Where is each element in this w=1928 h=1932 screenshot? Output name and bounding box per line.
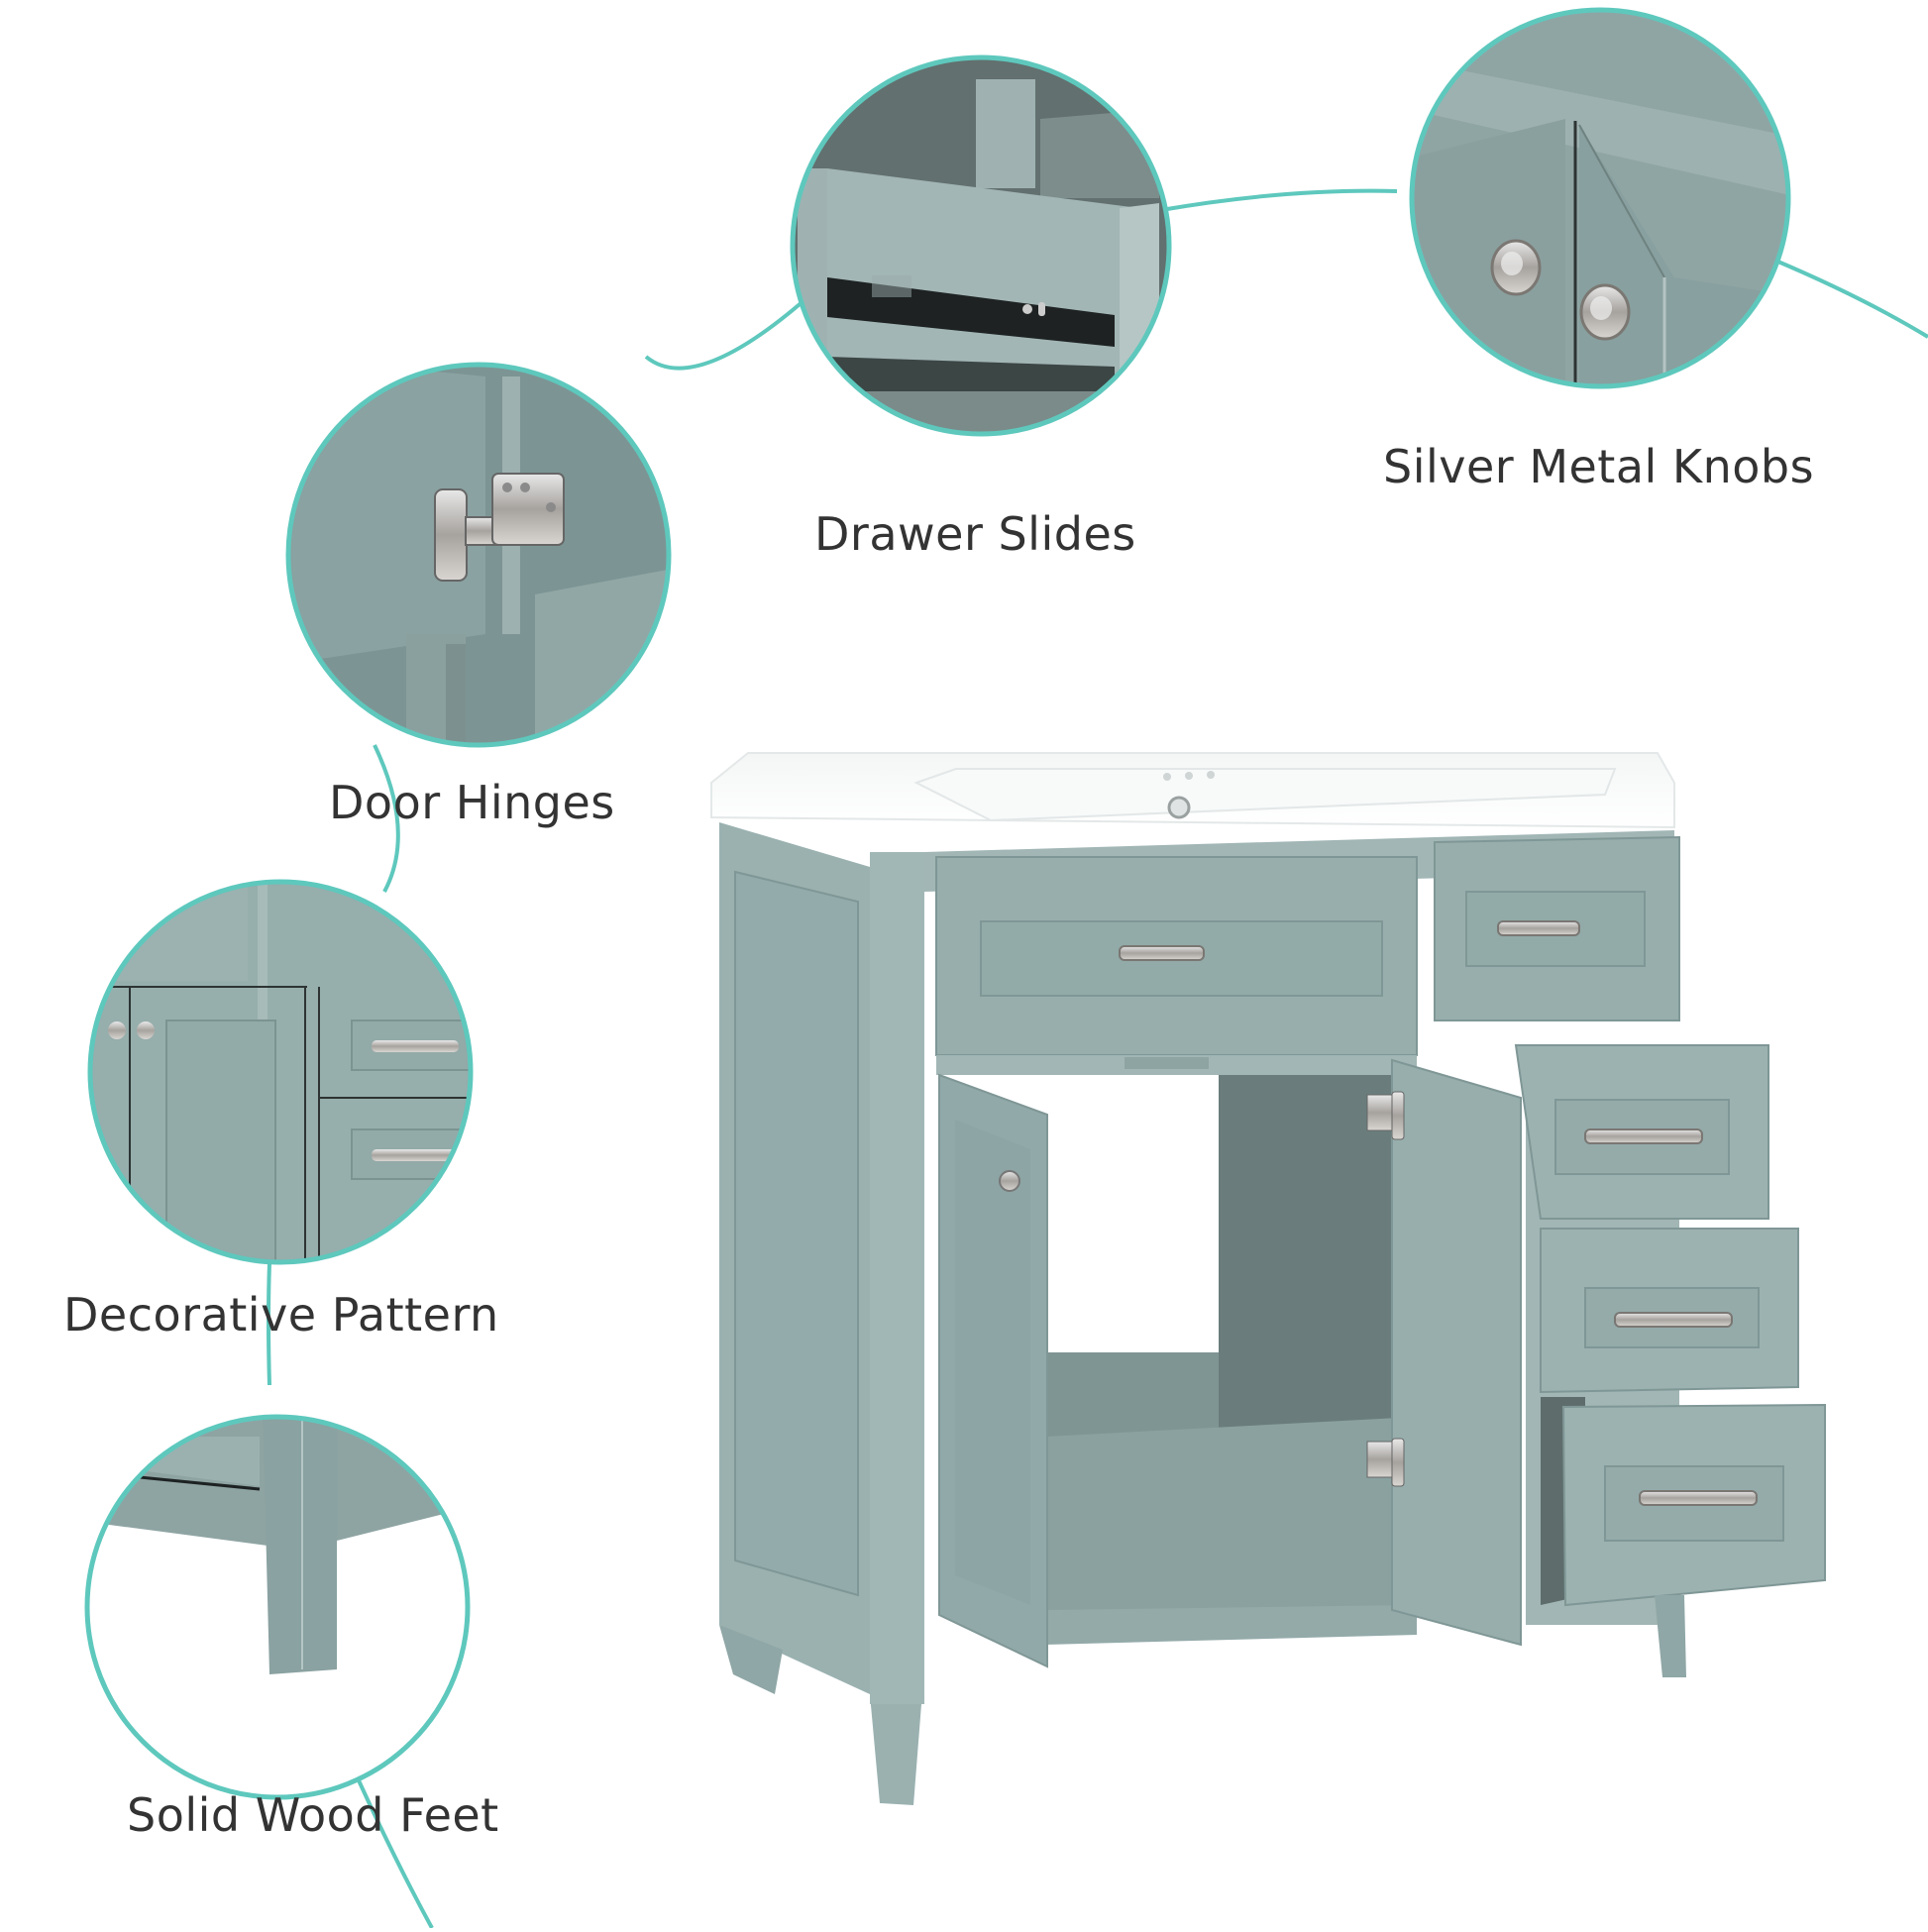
- handle-icon: [1497, 920, 1580, 936]
- hinge-icon: [434, 473, 565, 582]
- handle-icon: [372, 1040, 459, 1052]
- solid-wood-feet-frame: [84, 1414, 471, 1800]
- handle-icon: [1639, 1490, 1758, 1506]
- callout-label-drawer-slides: Drawer Slides: [814, 507, 1136, 561]
- drawer-slides-detail-image: [793, 57, 1169, 434]
- solid-wood-feet-detail-image: [87, 1417, 468, 1797]
- right-cabinet-door: [1366, 1058, 1522, 1647]
- silver-knobs-frame: [1409, 7, 1791, 389]
- door-hinges-frame: [285, 362, 672, 748]
- door-hinges-detail-image: [288, 365, 669, 745]
- drain-overflow-icon: [1167, 796, 1191, 819]
- connector-lines: [267, 188, 1928, 1929]
- handle-icon: [1584, 1128, 1703, 1144]
- hinge-icon: [1366, 1091, 1405, 1140]
- handle-icon: [1614, 1312, 1733, 1328]
- vanity-product-image: [710, 752, 1826, 1805]
- right-drawer-2: [1540, 1228, 1799, 1394]
- knob-icon: [999, 1170, 1020, 1192]
- callout-label-silver-metal-knobs: Silver Metal Knobs: [1383, 440, 1815, 493]
- decorative-pattern-frame: [87, 879, 474, 1265]
- callout-label-solid-wood-feet: Solid Wood Feet: [127, 1788, 499, 1842]
- knob-icon: [1490, 239, 1542, 296]
- handle-icon: [372, 1149, 459, 1161]
- knob-icon: [1579, 283, 1631, 341]
- top-left-drawer: [935, 856, 1418, 1056]
- drawer-slides-frame: [790, 54, 1172, 437]
- knob-icon: [137, 1021, 155, 1039]
- callout-label-door-hinges: Door Hinges: [329, 776, 615, 829]
- knob-icon: [108, 1021, 126, 1039]
- hinge-icon: [1366, 1438, 1405, 1487]
- decorative-pattern-detail-image: [90, 882, 471, 1262]
- callout-label-decorative-pattern: Decorative Pattern: [63, 1288, 499, 1342]
- handle-icon: [1119, 945, 1205, 961]
- left-cabinet-door: [938, 1073, 1048, 1668]
- top-right-drawer: [1434, 835, 1680, 1021]
- right-drawer-1: [1514, 1044, 1769, 1220]
- right-drawer-3: [1541, 1397, 1826, 1607]
